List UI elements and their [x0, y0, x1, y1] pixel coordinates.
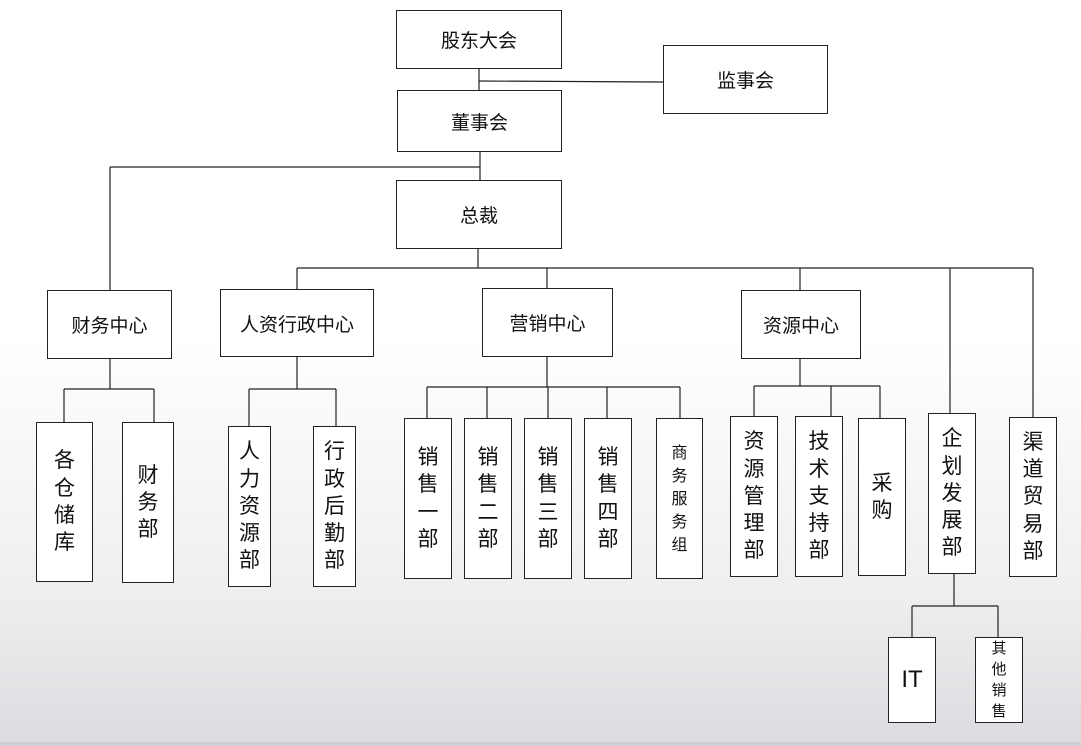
unit-procurement-label: 采购: [871, 470, 893, 522]
channel-dept-label: 渠道贸易部: [1022, 429, 1044, 563]
unit-hr-dept-label: 人力资源部: [239, 439, 260, 573]
unit-admin-logistics: 行政后勤部: [313, 426, 356, 587]
unit-sales-1-label: 销售一部: [417, 444, 439, 551]
resource-center-label: 资源中心: [762, 315, 839, 337]
supervisors-label: 监事会: [716, 70, 774, 92]
unit-sales-1: 销售一部: [404, 418, 452, 579]
channel-dept-box: 渠道贸易部: [1009, 417, 1057, 577]
unit-admin-logistics-label: 行政后勤部: [324, 439, 345, 573]
unit-resource-mgmt: 资源管理部: [730, 416, 778, 577]
shareholders-label: 股东大会: [440, 30, 517, 52]
planning-dept-box: 企划发展部: [928, 413, 976, 574]
hr-admin-center-label: 人资行政中心: [239, 313, 354, 336]
unit-resource-mgmt-label: 资源管理部: [743, 429, 765, 563]
finance-center-label: 财务中心: [71, 315, 148, 337]
unit-sales-4-label: 销售四部: [597, 444, 619, 551]
finance-center-box: 财务中心: [47, 290, 172, 359]
unit-sales-4: 销售四部: [584, 418, 632, 579]
unit-sales-2-label: 销售二部: [477, 444, 499, 551]
unit-finance-dept-label: 财务部: [137, 462, 159, 542]
unit-it-label: IT: [901, 666, 923, 693]
unit-warehouses: 各仓储库: [36, 422, 93, 582]
marketing-center-label: 营销中心: [509, 313, 586, 335]
hr-admin-center-box: 人资行政中心: [220, 289, 374, 357]
unit-business-services: 商务服务组: [656, 418, 703, 579]
resource-center-box: 资源中心: [741, 290, 861, 359]
unit-tech-support: 技术支持部: [795, 416, 843, 577]
board-label: 董事会: [450, 111, 508, 134]
unit-hr-dept: 人力资源部: [228, 426, 271, 587]
unit-sales-2: 销售二部: [464, 418, 512, 579]
board-box: 董事会: [397, 90, 562, 152]
president-box: 总裁: [396, 180, 562, 249]
unit-it: IT: [888, 637, 936, 723]
unit-finance-dept: 财务部: [122, 422, 174, 583]
unit-other-sales: 其他销售: [975, 637, 1023, 723]
unit-sales-3: 销售三部: [524, 418, 572, 579]
planning-dept-label: 企划发展部: [941, 426, 963, 560]
unit-tech-support-label: 技术支持部: [808, 429, 830, 563]
unit-business-services-label: 商务服务组: [671, 442, 688, 555]
unit-other-sales-label: 其他销售: [991, 639, 1007, 720]
marketing-center-box: 营销中心: [482, 288, 613, 357]
unit-warehouses-label: 各仓储库: [54, 448, 75, 555]
supervisors-box: 监事会: [663, 45, 828, 114]
unit-sales-3-label: 销售三部: [537, 444, 559, 551]
president-label: 总裁: [459, 205, 498, 227]
shareholders-box: 股东大会: [396, 10, 562, 69]
unit-procurement: 采购: [858, 418, 906, 576]
bottom-edge: [0, 742, 1081, 746]
